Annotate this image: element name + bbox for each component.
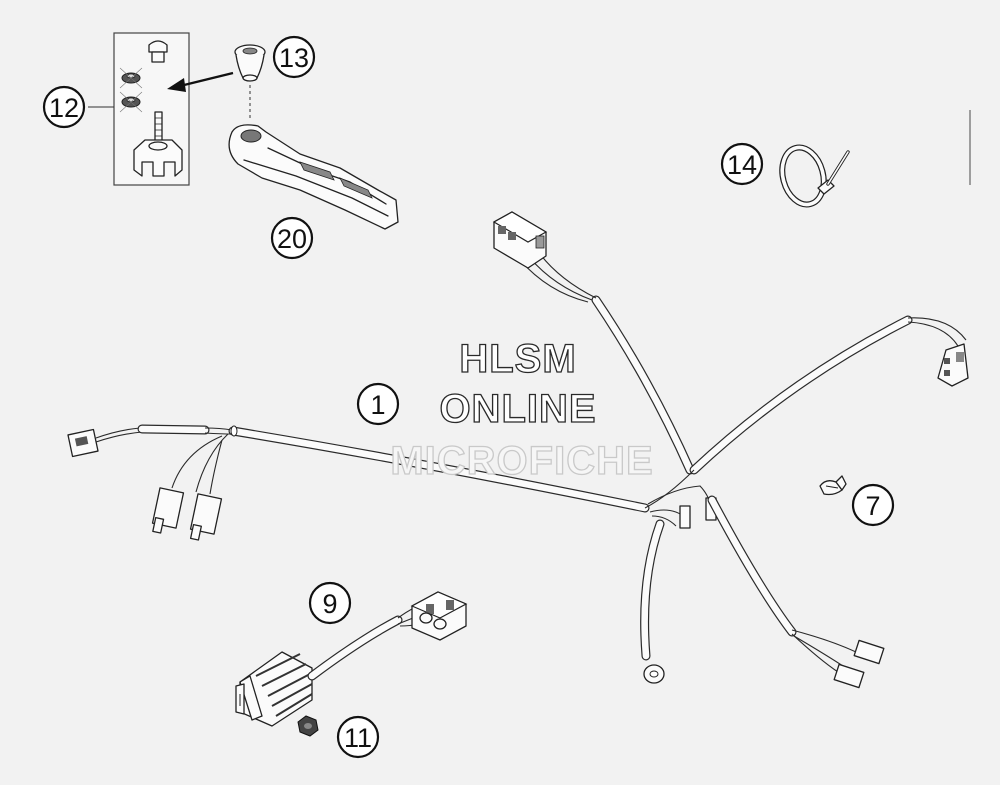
callout-20-label: 20 [277, 224, 307, 254]
terminal-cover-part[interactable] [228, 124, 399, 230]
callout-14[interactable]: 14 [720, 142, 764, 186]
callout-9-label: 9 [322, 589, 337, 619]
cable-tie-part[interactable] [776, 143, 850, 209]
cable-clip-part[interactable] [819, 475, 847, 496]
callout-11-label: 11 [344, 723, 372, 753]
watermark: HLSM ONLINE MICROFICHE [390, 336, 654, 483]
watermark-line-3: MICROFICHE [390, 439, 653, 483]
watermark-line-1: HLSM [459, 337, 576, 381]
callout-12[interactable]: 12 [42, 85, 86, 129]
regulator-screw-part[interactable] [297, 715, 319, 737]
terminal-kit-part[interactable] [88, 32, 190, 186]
callout-12-label: 12 [49, 93, 79, 123]
callout-14-label: 14 [727, 150, 757, 180]
callout-13[interactable]: 13 [272, 35, 316, 79]
callout-13-label: 13 [279, 43, 309, 73]
wiring-harness-part[interactable] [67, 211, 969, 689]
rubber-cap-part[interactable] [234, 44, 266, 120]
callout-7-label: 7 [865, 491, 880, 521]
assembly-arrow [167, 71, 234, 92]
callout-1[interactable]: 1 [356, 382, 400, 426]
callout-7[interactable]: 7 [851, 483, 895, 527]
voltage-regulator-part[interactable] [235, 591, 468, 727]
callout-9[interactable]: 9 [308, 581, 352, 625]
callout-11[interactable]: 11 [336, 715, 380, 759]
callout-20[interactable]: 20 [270, 216, 314, 260]
callout-1-label: 1 [370, 390, 385, 420]
watermark-line-2: ONLINE [439, 387, 596, 431]
